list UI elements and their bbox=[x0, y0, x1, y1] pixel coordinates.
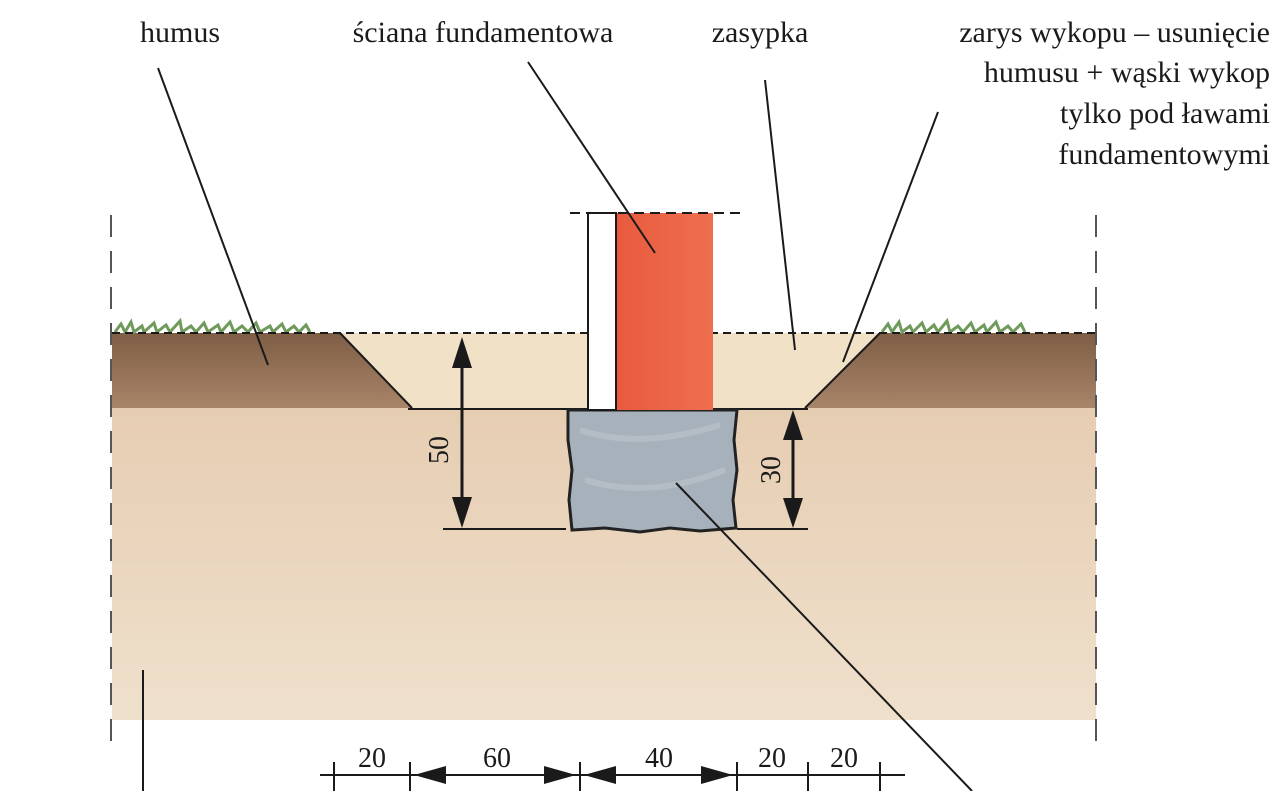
label-wall: ściana fundamentowa bbox=[353, 16, 614, 49]
label-trench-line-4: fundamentowymi bbox=[1058, 138, 1270, 171]
trench-slope-right bbox=[804, 332, 881, 409]
width-dimensions: 20 60 40 20 20 bbox=[320, 743, 905, 791]
label-humus: humus bbox=[140, 16, 220, 49]
width-label-2: 60 bbox=[483, 743, 511, 774]
footing-texture bbox=[579, 422, 727, 491]
depth-footing-label: 30 bbox=[756, 456, 787, 484]
depth-dimension-30: 30 bbox=[737, 410, 808, 530]
label-trench-line-2: humusu + wąski wykop bbox=[984, 56, 1270, 89]
width-label-1: 20 bbox=[358, 743, 386, 774]
label-trench-line-3: tylko pod ławami bbox=[1060, 97, 1270, 130]
humus-layer-right bbox=[805, 333, 1096, 408]
width-label-4: 20 bbox=[758, 743, 786, 774]
grass-left bbox=[113, 317, 312, 336]
leader-backfill bbox=[764, 79, 796, 351]
label-trench-line-1: zarys wykopu – usunięcie bbox=[959, 16, 1270, 49]
trench-slope-left bbox=[339, 332, 413, 409]
depth-total-label: 50 bbox=[424, 436, 455, 464]
width-label-3: 40 bbox=[645, 743, 673, 774]
leader-wall bbox=[527, 61, 656, 254]
leader-trench bbox=[842, 111, 939, 363]
leader-humus bbox=[157, 67, 269, 366]
leader-footing bbox=[675, 482, 973, 791]
depth-dimension-50: 50 bbox=[424, 337, 566, 530]
grass-right bbox=[880, 317, 1027, 335]
wall-insulation bbox=[587, 212, 617, 411]
foundation-wall bbox=[617, 213, 713, 410]
humus-layer-left bbox=[112, 333, 412, 408]
label-backfill: zasypka bbox=[712, 16, 809, 49]
width-label-5: 20 bbox=[830, 743, 858, 774]
